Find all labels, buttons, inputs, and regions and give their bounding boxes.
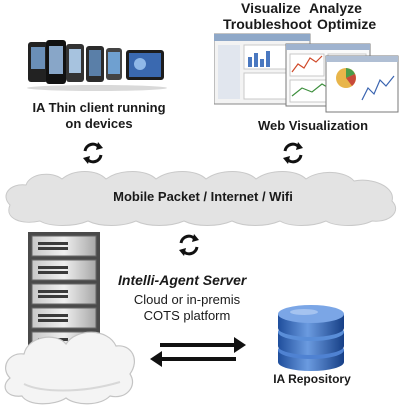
server-title: Intelli-Agent Server	[118, 272, 247, 288]
term-optimize: Optimize	[317, 16, 377, 32]
server-rack-icon	[4, 232, 135, 405]
tablet-icon	[126, 50, 164, 80]
sync-arrows-icon	[83, 142, 103, 164]
smartphone-icon	[28, 42, 48, 82]
smartphone-icon	[66, 44, 84, 82]
network-label: Mobile Packet / Internet / Wifi	[113, 189, 293, 204]
bidirectional-arrow-icon	[150, 337, 246, 367]
term-visualize: Visualize	[241, 0, 301, 16]
mobile-devices-group	[27, 40, 167, 91]
cloud-icon	[4, 331, 135, 405]
term-analyze: Analyze	[309, 0, 362, 16]
thin-client-label-line1: IA Thin client running	[32, 100, 166, 115]
sync-arrows-icon	[283, 142, 303, 164]
smartphone-icon	[86, 46, 104, 82]
smartphone-icon	[106, 48, 122, 80]
repository-label: IA Repository	[273, 372, 351, 386]
server-subtitle-line1: Cloud or in-premis	[133, 292, 241, 307]
network-cloud	[5, 171, 397, 226]
smartphone-icon	[46, 40, 66, 84]
monitor-screen-icon	[325, 55, 399, 113]
database-icon	[278, 305, 344, 371]
web-visualization-screens	[214, 33, 399, 113]
sync-arrows-icon	[179, 234, 199, 256]
thin-client-label-line2: on devices	[65, 116, 133, 131]
web-visualization-label: Web Visualization	[257, 118, 369, 133]
term-troubleshoot: Troubleshoot	[223, 16, 312, 32]
server-subtitle-line2: COTS platform	[143, 308, 231, 323]
